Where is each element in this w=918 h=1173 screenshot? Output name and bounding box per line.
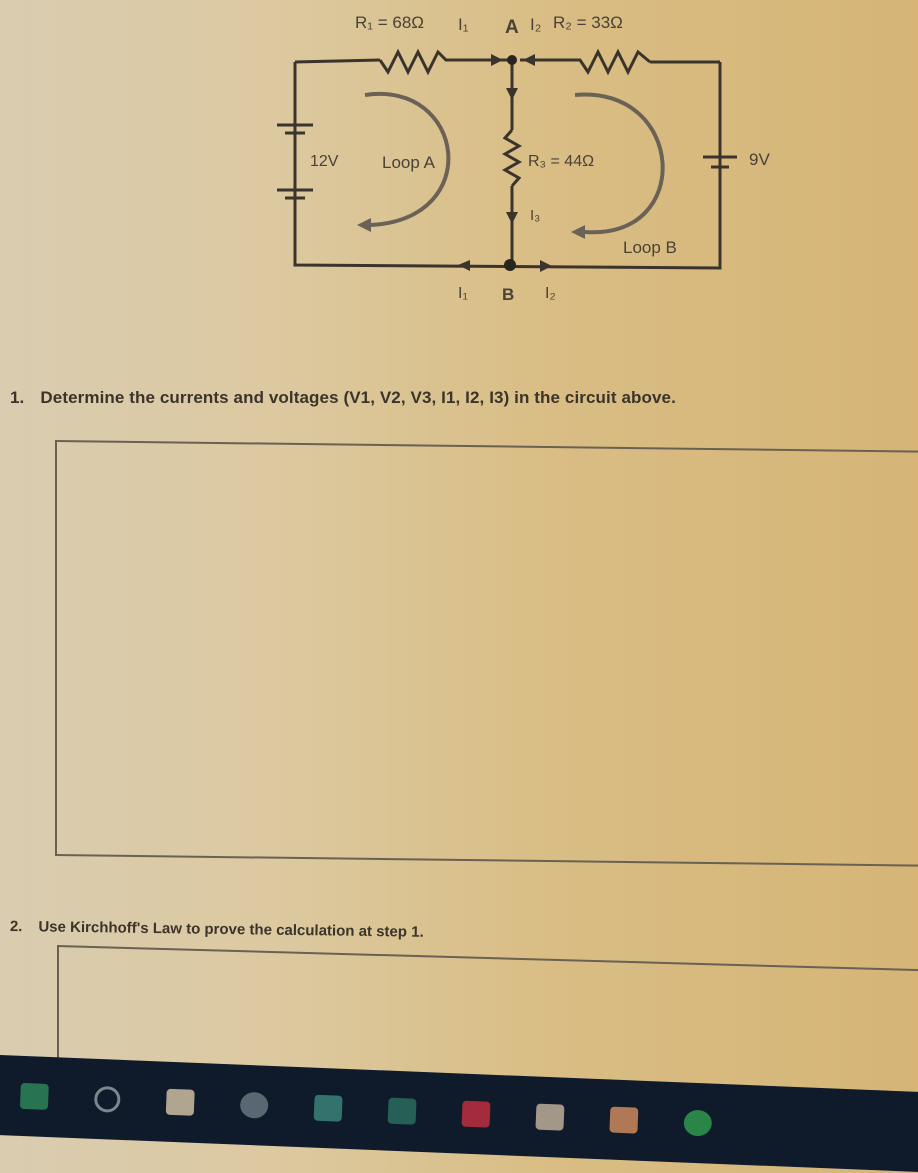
- app-icon-red[interactable]: [461, 1100, 491, 1128]
- r1-label: R₁ = 68Ω: [355, 13, 424, 32]
- node-b-label: B: [502, 285, 514, 304]
- app-icon-4[interactable]: [535, 1103, 565, 1131]
- circuit-diagram: R₁ = 68Ω I₁ A I₂ R₂ = 33Ω 12V Loop A R₃ …: [255, 0, 775, 310]
- i3-label: I₃: [530, 207, 540, 224]
- source-9v-label: 9V: [749, 150, 770, 169]
- answer-box-1[interactable]: [55, 440, 918, 868]
- question-2: 2. Use Kirchhoff's Law to prove the calcu…: [10, 918, 424, 941]
- question-1: 1. Determine the currents and voltages (V…: [10, 388, 676, 408]
- edge-icon[interactable]: [239, 1091, 269, 1119]
- app-icon-2[interactable]: [387, 1097, 417, 1125]
- app-icon[interactable]: [313, 1094, 343, 1122]
- r3-label: R₃ = 44Ω: [528, 153, 594, 170]
- search-icon[interactable]: [93, 1085, 121, 1113]
- question-1-number: 1.: [10, 388, 25, 407]
- question-2-text: Use Kirchhoff's Law to prove the calcula…: [38, 918, 424, 941]
- i2-top-label: I₂: [530, 15, 541, 34]
- i2-bottom-label: I₂: [545, 285, 556, 302]
- source-12v-label: 12V: [310, 153, 339, 170]
- chrome-icon[interactable]: [683, 1109, 713, 1137]
- question-2-number: 2.: [9, 918, 23, 936]
- loop-a-label: Loop A: [382, 153, 436, 172]
- r2-label: R₂ = 33Ω: [553, 13, 623, 32]
- question-1-text: Determine the currents and voltages (V1,…: [40, 388, 676, 407]
- i1-top-label: I₁: [458, 15, 469, 34]
- app-icon-5[interactable]: [609, 1106, 639, 1134]
- start-icon[interactable]: [19, 1082, 49, 1110]
- i1-bottom-label: I₁: [458, 285, 468, 302]
- loop-b-label: Loop B: [623, 238, 677, 257]
- node-a-label: A: [505, 17, 519, 38]
